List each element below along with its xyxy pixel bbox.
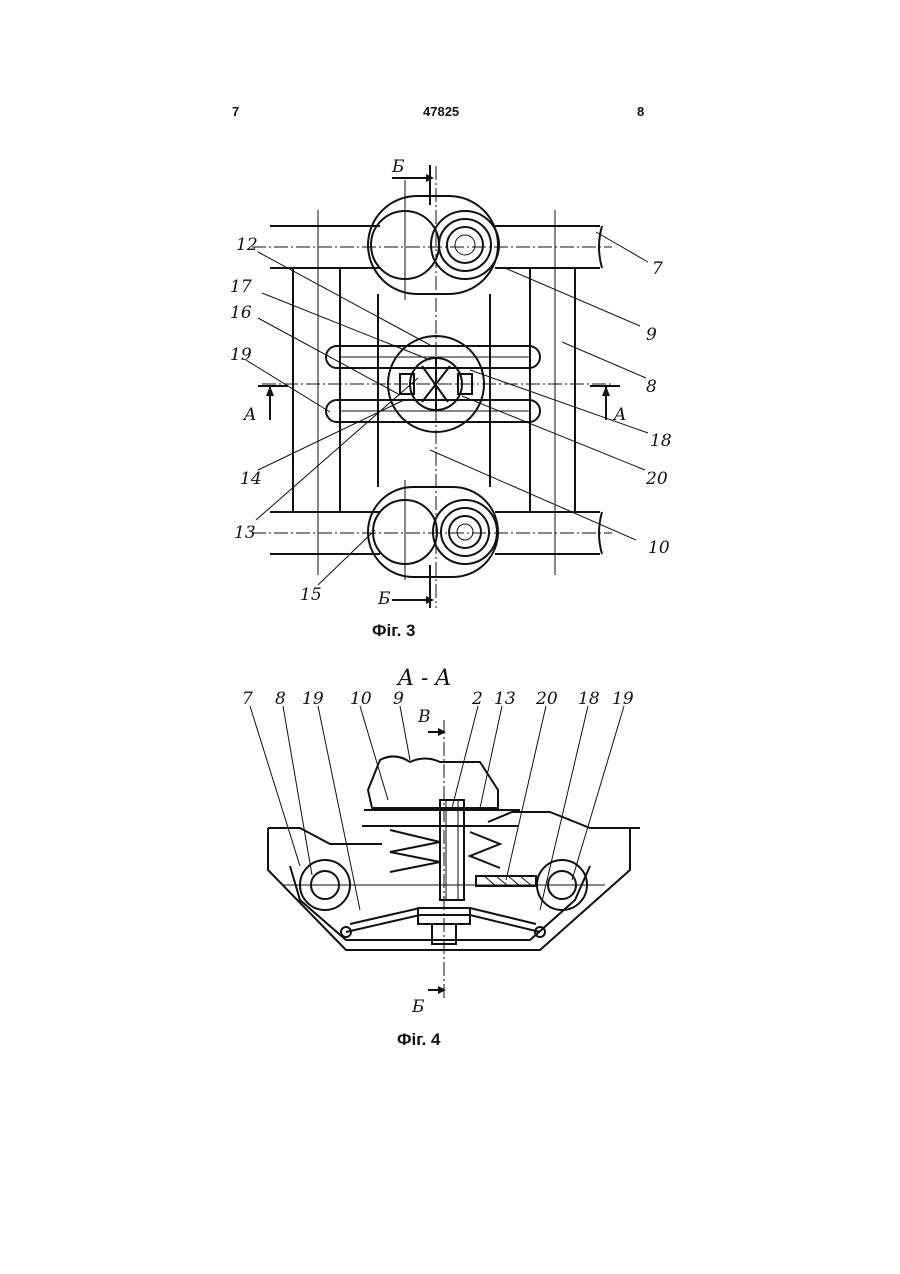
fig3-label-19: 19 <box>230 345 252 365</box>
fig3-label-16: 16 <box>230 303 252 323</box>
fig3-label-12: 12 <box>236 235 258 255</box>
fig3-label-9: 9 <box>646 325 657 345</box>
fig3-section-mark-top: Б <box>391 157 405 177</box>
fig4-label-19-left: 19 <box>302 689 324 709</box>
fig3-section-mark-left: A <box>242 405 256 425</box>
fig3-label-18: 18 <box>650 431 672 451</box>
fig3-label-14: 14 <box>240 469 262 489</box>
fig4-label-10: 10 <box>350 689 372 709</box>
fig4-label-19-right: 19 <box>612 689 634 709</box>
fig4-label-8: 8 <box>275 689 286 709</box>
fig4-label-18: 18 <box>578 689 600 709</box>
fig3-label-17: 17 <box>230 277 252 297</box>
fig3-caption: Фiг. 3 <box>372 621 416 641</box>
fig3-label-15: 15 <box>300 585 322 605</box>
fig4-label-9: 9 <box>393 689 404 709</box>
fig4-label-20: 20 <box>535 689 558 709</box>
fig4-section-title: A - A <box>396 666 451 691</box>
fig4-section-mark-bottom: Б <box>411 997 425 1017</box>
fig3-section-mark-right: A <box>612 405 626 425</box>
fig4-section-mark-top: B <box>417 707 431 727</box>
fig3-section-mark-bottom: Б <box>377 589 391 609</box>
fig3-label-10: 10 <box>648 538 670 558</box>
fig3-label-8: 8 <box>646 377 657 397</box>
fig3-drawing <box>246 165 648 608</box>
fig4-label-2: 2 <box>471 689 483 709</box>
fig4-label-13: 13 <box>494 689 516 709</box>
fig3-label-20: 20 <box>645 469 668 489</box>
fig3-label-7: 7 <box>652 259 663 279</box>
fig4-label-7: 7 <box>242 689 253 709</box>
fig3-label-13: 13 <box>234 523 256 543</box>
fig4-caption: Фiг. 4 <box>397 1030 441 1050</box>
fig4-drawing <box>250 706 640 1000</box>
